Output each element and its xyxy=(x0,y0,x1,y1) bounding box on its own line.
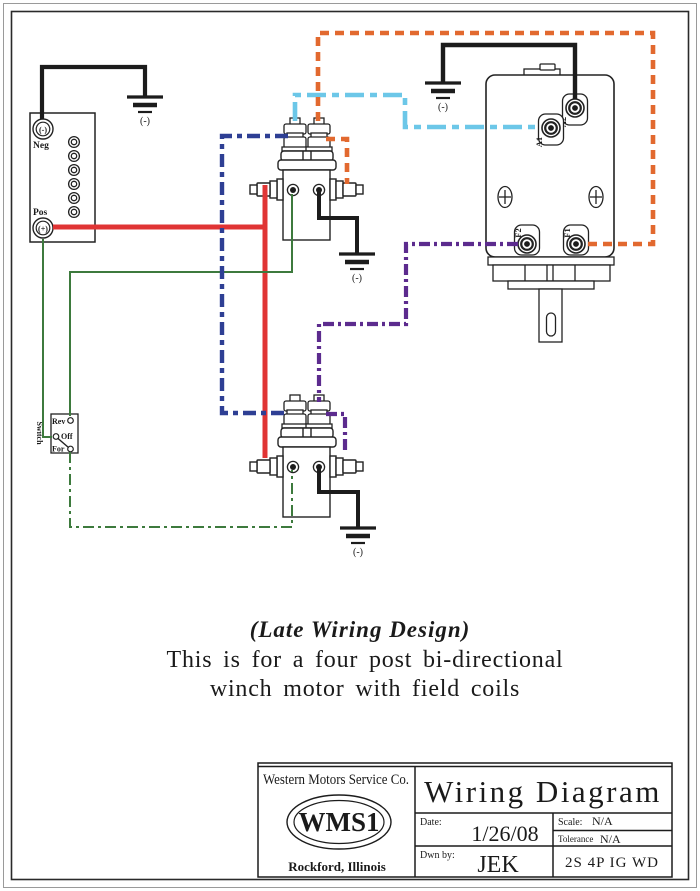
logo-ellipse-outer xyxy=(286,794,392,850)
wire-lower-solenoid-ground xyxy=(317,468,360,527)
battery-pin xyxy=(67,191,81,205)
scale-label: Scale: xyxy=(558,817,582,828)
neg-terminal-symbol: (-) xyxy=(39,126,47,135)
tolerance-value: N/A xyxy=(600,832,621,846)
company-name: Western Motors Service Co. xyxy=(263,772,409,788)
caption: (Late Wiring Design) This is for a four … xyxy=(167,617,564,702)
wire-cyan-to-motor-a1 xyxy=(292,92,541,130)
wire-purple-post-jumper xyxy=(326,411,348,452)
battery-pin xyxy=(67,205,81,219)
switch-off-contact xyxy=(52,433,60,440)
ground-label: (-) xyxy=(352,273,362,284)
logo-text: WMS1 xyxy=(299,807,380,837)
ground-symbol xyxy=(425,83,461,98)
wire-green-pos-to-off xyxy=(42,239,52,438)
wire-green-coil-to-rev xyxy=(69,194,293,416)
neg-terminal-label: Neg xyxy=(33,141,49,151)
switch-pos-for-label: For xyxy=(52,445,65,454)
page-border-inner xyxy=(10,10,690,881)
battery-pin xyxy=(67,135,81,149)
winch-motor: A2 A1 F2 F1 xyxy=(485,63,615,343)
wire-battery-neg-ground xyxy=(39,64,148,119)
wire-orange-to-motor-f1 xyxy=(315,30,656,247)
page-border-outer xyxy=(3,3,697,888)
caption-line2: This is for a four post bi-directional xyxy=(167,647,564,673)
switch-rev-contact xyxy=(67,417,74,424)
motor-mount-screws xyxy=(497,185,604,209)
ground-label: (-) xyxy=(438,102,448,113)
wire-navy-solenoid-link xyxy=(219,133,288,416)
wire-motor-a2-ground xyxy=(440,42,578,99)
drawn-by-label: Dwn by: xyxy=(420,850,455,861)
wire-purple-to-motor-f2 xyxy=(316,241,518,402)
date-value: 1/26/08 xyxy=(471,821,538,846)
ground-symbol xyxy=(340,528,376,543)
switch-pos-off-label: Off xyxy=(61,432,73,441)
battery-pin xyxy=(67,177,81,191)
ground-symbol xyxy=(339,254,375,269)
motor-terminal-f1-label: F1 xyxy=(562,228,572,237)
battery-pin xyxy=(67,163,81,177)
caption-line3: winch motor with field coils xyxy=(210,676,520,702)
motor-shaft-keyway xyxy=(545,312,557,337)
motor-terminal-f2: F2 xyxy=(513,224,541,256)
date-label: Date: xyxy=(420,817,442,828)
drawn-by-value: JEK xyxy=(477,852,519,878)
ground-symbol xyxy=(127,97,163,112)
wire-green-for-to-lower-coil xyxy=(69,452,293,528)
logo-ellipse-inner xyxy=(293,799,385,845)
wire-upper-solenoid-ground xyxy=(317,191,359,253)
switch-pos-rev-label: Rev xyxy=(52,417,65,426)
caption-line1: (Late Wiring Design) xyxy=(250,617,471,642)
motor-terminal-a1-label: A1 xyxy=(534,137,544,147)
pos-terminal-label: Pos xyxy=(33,208,48,218)
title-block: Western Motors Service Co. WMS1 Rockford… xyxy=(257,762,673,878)
switch-label: Switch xyxy=(35,421,44,445)
switch-for-contact xyxy=(67,445,74,453)
scale-value: N/A xyxy=(592,814,613,828)
pos-terminal-symbol: (+) xyxy=(38,225,48,234)
drawing-title: Wiring Diagram xyxy=(424,774,662,809)
motor-body xyxy=(485,74,615,258)
ground-label: (-) xyxy=(140,116,150,127)
battery-block: (-) Neg (+) Pos xyxy=(29,112,96,243)
switch-lever xyxy=(57,437,69,449)
rocker-switch: Rev Off For Switch xyxy=(35,413,79,454)
battery-pin xyxy=(67,149,81,163)
wire-orange-post-jumper xyxy=(326,136,350,184)
motor-terminal-f1: F1 xyxy=(562,224,590,256)
company-city: Rockford, Illinois xyxy=(288,859,386,874)
tolerance-label: Tolerance xyxy=(558,834,593,844)
motor-base xyxy=(487,256,615,343)
ground-label: (-) xyxy=(353,547,363,558)
motor-terminal-f2-label: F2 xyxy=(513,228,523,237)
motor-terminal-a1: A1 xyxy=(534,113,565,147)
drawing-code: 2S 4P IG WD xyxy=(565,855,659,871)
